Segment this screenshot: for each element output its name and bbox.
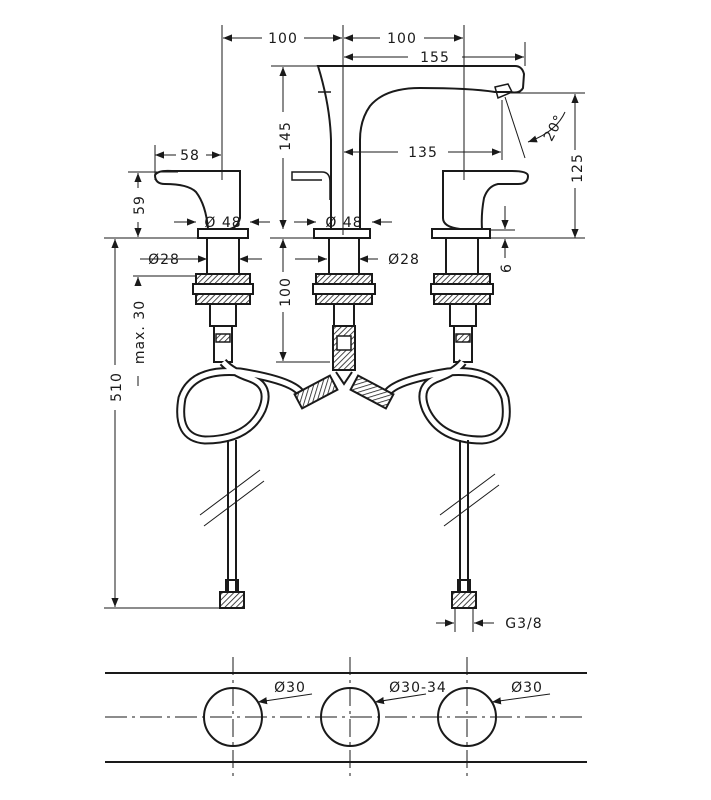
left-hose-loop [176, 358, 304, 445]
right-hose-loop [384, 359, 511, 445]
hose-connectors [293, 371, 395, 410]
dim-spacing-right: 100 [387, 31, 417, 47]
dim-shank-dia-left: Ø28 [148, 252, 180, 268]
dim-shank-dia-right: Ø28 [388, 252, 420, 268]
dim-spout-height: 145 [278, 121, 294, 151]
dim-spout-reach-group: 155 [344, 42, 526, 66]
dim-hole-left: Ø30 [274, 680, 306, 696]
hole-left [203, 687, 263, 747]
dim-base-dia-group: Ø 48 Ø 48 [174, 215, 392, 231]
dim-spacing-left: 100 [268, 31, 298, 47]
dim-outlet-height: 125 [570, 153, 586, 183]
dim-handle-width: 58 [180, 148, 200, 164]
right-handle [431, 170, 530, 239]
dim-outlet-height-group: 125 [490, 94, 586, 239]
dim-deck-thickness-group: max. 30 [132, 275, 197, 386]
dim-spout-reach: 155 [420, 50, 450, 66]
hole-right [437, 687, 497, 747]
left-valve-body [192, 237, 254, 363]
dim-hose-length-group: 510 [104, 237, 228, 609]
dim-handle-base-dia: Ø 48 [204, 215, 241, 231]
dim-outlet-angle: 20° [541, 112, 568, 144]
dim-thread-group: G3/8 [436, 607, 542, 632]
dim-outlet-reach-group: 135 [344, 100, 503, 161]
right-valve-body [430, 237, 494, 363]
dim-hole-center: Ø30-34 [389, 680, 447, 696]
dim-max-deck-thickness: max. 30 [132, 300, 148, 364]
dim-escutcheon-group: 6 [490, 206, 515, 273]
dim-hose-length: 510 [109, 372, 125, 402]
dim-shank-length: 100 [278, 277, 294, 307]
deck-plan: Ø30 Ø30-34 Ø30 [105, 657, 587, 780]
dim-hole-right: Ø30 [511, 680, 543, 696]
dim-spacing-group: 100 100 [221, 25, 465, 235]
center-valve-body [312, 237, 376, 371]
left-supply-pipe [199, 440, 265, 609]
dim-handle-height: 59 [132, 195, 148, 215]
dim-spout-height-group: 145 [271, 65, 318, 229]
dim-spout-outlet-reach: 135 [408, 145, 438, 161]
dim-handle-width-group: 58 [154, 145, 221, 180]
dim-shank-dia-group: Ø28 Ø28 [140, 252, 420, 268]
left-handle [153, 169, 249, 239]
dim-escutcheon-thickness: 6 [499, 263, 515, 273]
dim-spout-base-dia: Ø 48 [325, 215, 362, 231]
dim-handle-height-group: 59 [128, 171, 200, 239]
dim-outlet-angle-group: 20° [504, 92, 585, 159]
right-supply-pipe [439, 440, 500, 609]
hole-center [320, 687, 380, 747]
dim-thread: G3/8 [505, 616, 542, 632]
